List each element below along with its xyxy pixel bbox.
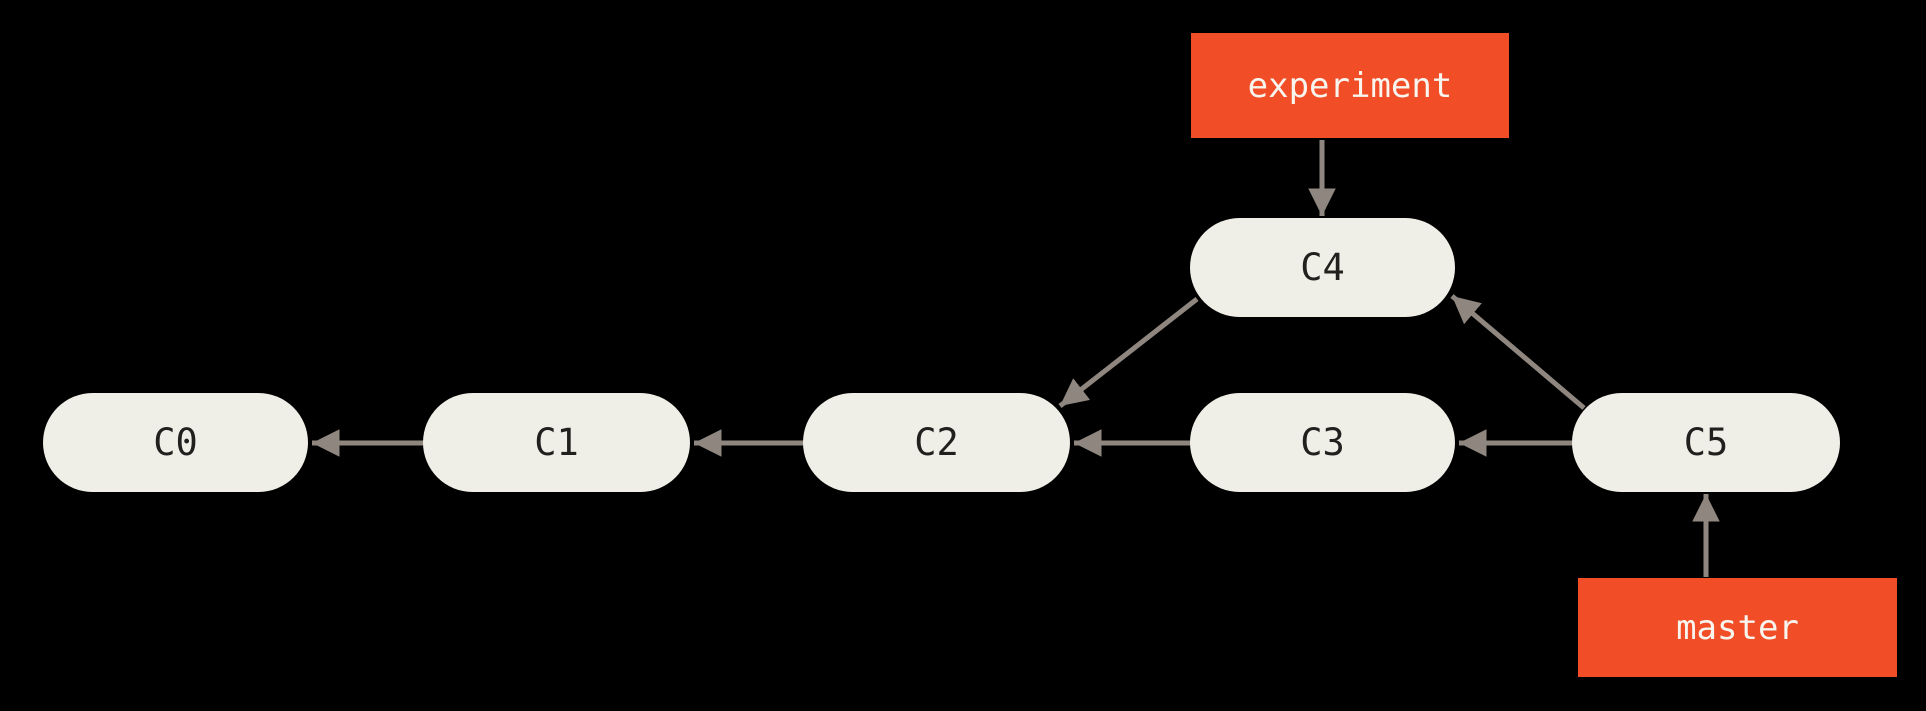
branch-label-experiment: experiment xyxy=(1191,33,1509,138)
commit-label-c1: C1 xyxy=(534,421,579,464)
commit-node-c4: C4 xyxy=(1190,218,1455,317)
edge-c4-to-c2 xyxy=(1058,297,1199,408)
commit-node-c0: C0 xyxy=(43,393,308,492)
commit-label-c0: C0 xyxy=(153,421,198,464)
commit-node-c5: C5 xyxy=(1572,393,1840,492)
commit-label-c5: C5 xyxy=(1683,421,1729,464)
commit-label-c3: C3 xyxy=(1300,421,1345,464)
branch-label-master: master xyxy=(1578,578,1897,677)
branch-label-master-text: master xyxy=(1676,607,1799,648)
commit-label-c4: C4 xyxy=(1300,246,1345,289)
commit-node-c1: C1 xyxy=(423,393,690,492)
edge-c5-to-c4 xyxy=(1450,294,1586,410)
branch-label-experiment-text: experiment xyxy=(1247,65,1453,106)
commit-node-c2: C2 xyxy=(803,393,1070,492)
commit-label-c2: C2 xyxy=(914,421,959,464)
commit-node-c3: C3 xyxy=(1190,393,1455,492)
